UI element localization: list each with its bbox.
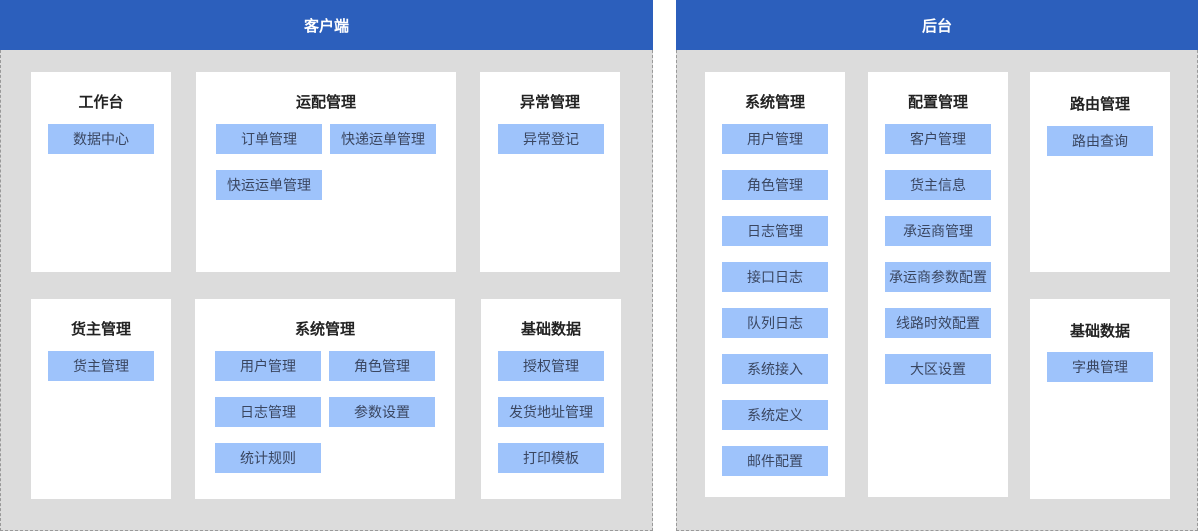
card-dispatch: 运配管理 订单管理 快递运单管理 快运运单管理 xyxy=(196,72,456,272)
card-system: 系统管理 用户管理 角色管理 日志管理 接口日志 队列日志 系统接入 系统定义 … xyxy=(705,72,845,497)
menu-item-route-query[interactable]: 路由查询 xyxy=(1047,126,1153,156)
menu-item-carrier-params[interactable]: 承运商参数配置 xyxy=(885,262,991,292)
card-title: 配置管理 xyxy=(907,93,968,111)
menu-item-log-management[interactable]: 日志管理 xyxy=(215,397,321,427)
menu-item-mail-config[interactable]: 邮件配置 xyxy=(722,446,828,476)
menu-item-data-center[interactable]: 数据中心 xyxy=(48,124,154,154)
menu-item-exception-register[interactable]: 异常登记 xyxy=(498,124,604,154)
menu-item-print-template[interactable]: 打印模板 xyxy=(498,443,604,473)
menu-item-role-management[interactable]: 角色管理 xyxy=(722,170,828,200)
menu-item-shipper-info[interactable]: 货主信息 xyxy=(885,170,991,200)
client-panel-body: 工作台 数据中心 运配管理 订单管理 快递运单管理 快运运单管理 异常管理 异常… xyxy=(0,50,653,531)
card-exception: 异常管理 异常登记 xyxy=(480,72,620,272)
menu-item-parameter-settings[interactable]: 参数设置 xyxy=(329,397,435,427)
menu-item-route-timeliness[interactable]: 线路时效配置 xyxy=(885,308,991,338)
card-shipper: 货主管理 货主管理 xyxy=(31,299,171,499)
card-system: 系统管理 用户管理 角色管理 日志管理 参数设置 统计规则 xyxy=(195,299,455,499)
card-title: 运配管理 xyxy=(295,93,356,111)
card-title: 货主管理 xyxy=(70,320,131,338)
card-title: 系统管理 xyxy=(294,320,355,338)
menu-item-region-settings[interactable]: 大区设置 xyxy=(885,354,991,384)
menu-item-user-management[interactable]: 用户管理 xyxy=(722,124,828,154)
backend-panel-title: 后台 xyxy=(676,0,1198,50)
menu-item-customer-management[interactable]: 客户管理 xyxy=(885,124,991,154)
card-title: 工作台 xyxy=(78,93,124,111)
menu-item-authorization[interactable]: 授权管理 xyxy=(498,351,604,381)
menu-item-carrier-management[interactable]: 承运商管理 xyxy=(885,216,991,246)
menu-item-shipper-management[interactable]: 货主管理 xyxy=(48,351,154,381)
client-panel-title: 客户端 xyxy=(0,0,653,50)
card-title: 基础数据 xyxy=(520,320,581,338)
client-panel: 客户端 工作台 数据中心 运配管理 订单管理 快递运单管理 快运运单管理 异常管… xyxy=(0,0,653,531)
menu-item-dictionary[interactable]: 字典管理 xyxy=(1047,352,1153,382)
card-route: 路由管理 路由查询 xyxy=(1030,72,1170,272)
backend-panel: 后台 系统管理 用户管理 角色管理 日志管理 接口日志 队列日志 系统接入 系统… xyxy=(676,0,1198,531)
card-title: 路由管理 xyxy=(1069,95,1130,113)
menu-item-user-management[interactable]: 用户管理 xyxy=(215,351,321,381)
menu-item-role-management[interactable]: 角色管理 xyxy=(329,351,435,381)
backend-panel-body: 系统管理 用户管理 角色管理 日志管理 接口日志 队列日志 系统接入 系统定义 … xyxy=(676,50,1198,531)
card-basic-data: 基础数据 授权管理 发货地址管理 打印模板 xyxy=(481,299,621,499)
menu-item-system-access[interactable]: 系统接入 xyxy=(722,354,828,384)
menu-item-shipping-address[interactable]: 发货地址管理 xyxy=(498,397,604,427)
card-title: 系统管理 xyxy=(744,93,805,111)
card-config: 配置管理 客户管理 货主信息 承运商管理 承运商参数配置 线路时效配置 大区设置 xyxy=(868,72,1008,497)
card-workbench: 工作台 数据中心 xyxy=(31,72,171,272)
menu-item-express-waybill[interactable]: 快递运单管理 xyxy=(330,124,436,154)
menu-item-order-management[interactable]: 订单管理 xyxy=(216,124,322,154)
card-title: 基础数据 xyxy=(1069,322,1130,340)
menu-item-queue-log[interactable]: 队列日志 xyxy=(722,308,828,338)
menu-item-api-log[interactable]: 接口日志 xyxy=(722,262,828,292)
card-basic-data: 基础数据 字典管理 xyxy=(1030,299,1170,499)
menu-item-log-management[interactable]: 日志管理 xyxy=(722,216,828,246)
menu-item-system-definition[interactable]: 系统定义 xyxy=(722,400,828,430)
card-title: 异常管理 xyxy=(519,93,580,111)
menu-item-freight-waybill[interactable]: 快运运单管理 xyxy=(216,170,322,200)
menu-item-statistics-rules[interactable]: 统计规则 xyxy=(215,443,321,473)
